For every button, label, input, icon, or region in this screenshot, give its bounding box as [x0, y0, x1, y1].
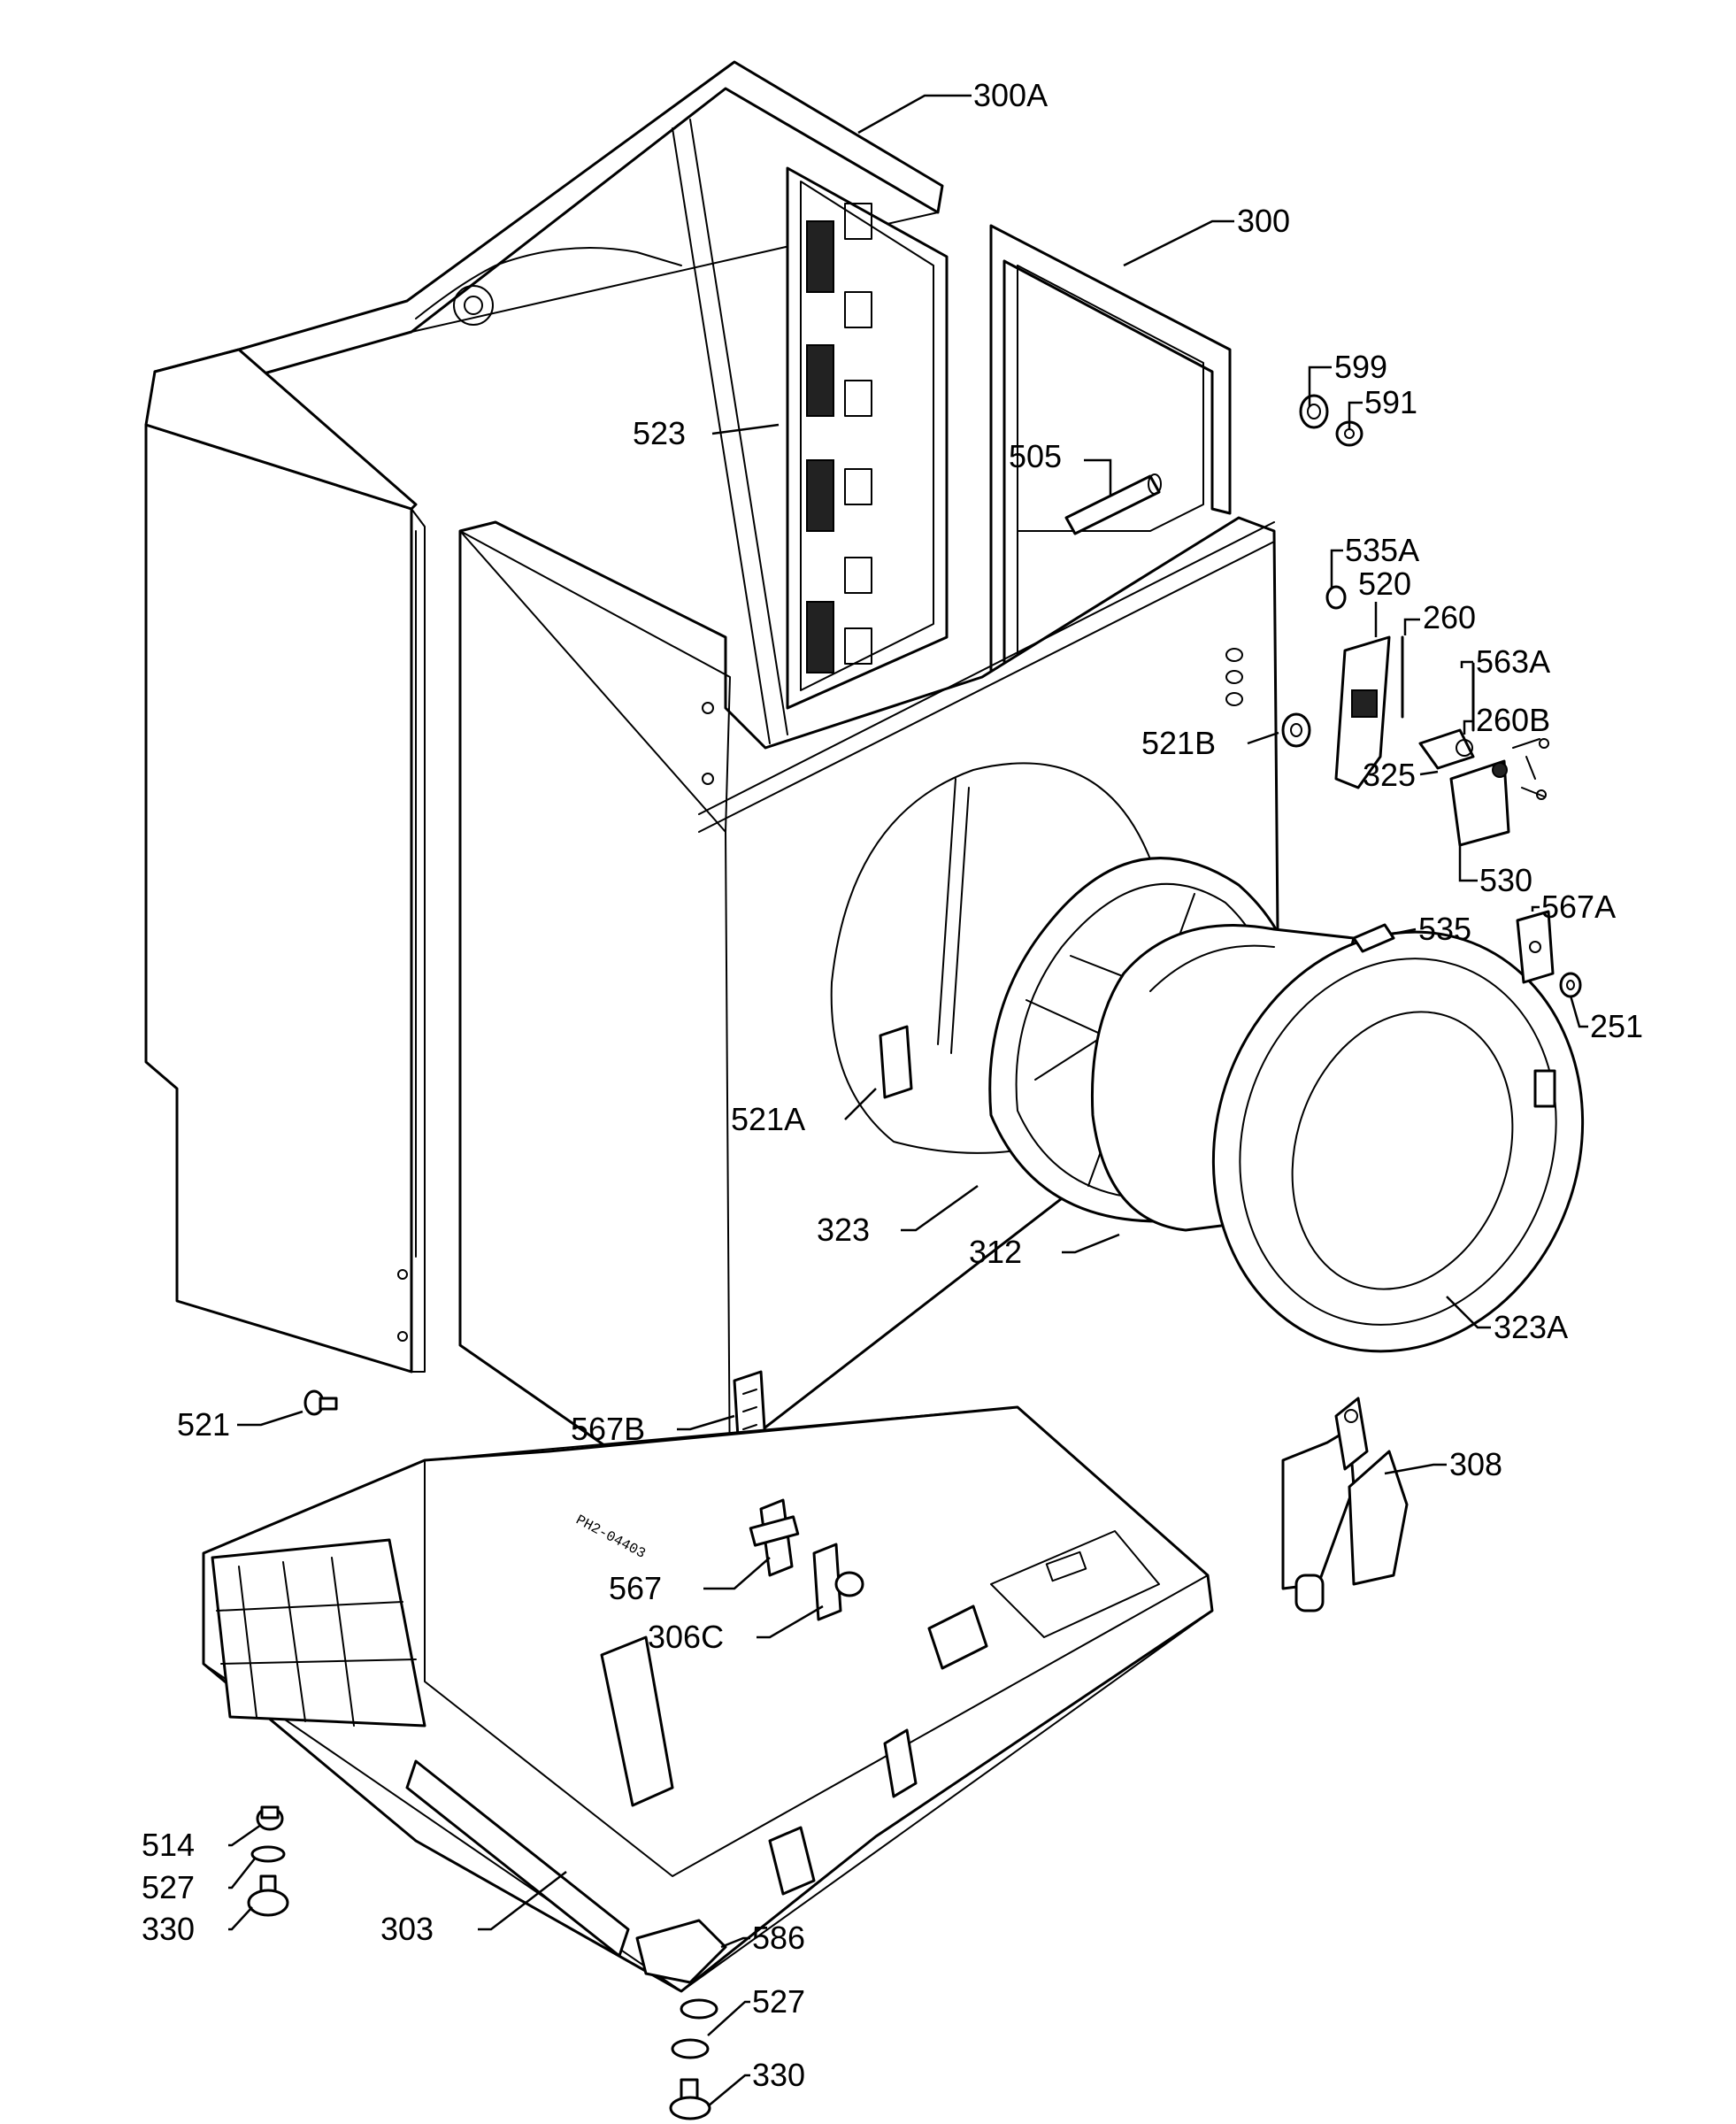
door-lock-assembly: [1334, 635, 1549, 847]
duct-pipe-505: [1064, 473, 1162, 535]
callout-599: 599: [1334, 349, 1387, 385]
base-plinth-303: [202, 1405, 1214, 1993]
callout-330-left: 330: [142, 1911, 195, 1947]
callout-312: 312: [969, 1234, 1022, 1270]
callout-251: 251: [1590, 1008, 1643, 1044]
callout-323: 323: [817, 1212, 870, 1248]
callout-325: 325: [1363, 757, 1416, 793]
inner-rear-panel-523: [786, 166, 949, 710]
callout-591: 591: [1364, 384, 1417, 420]
callout-563a: 563A: [1476, 643, 1550, 680]
callout-303: 303: [380, 1911, 434, 1947]
callout-523: 523: [633, 415, 686, 451]
callout-520: 520: [1358, 566, 1411, 602]
callout-300: 300: [1237, 203, 1290, 239]
callout-586: 586: [752, 1920, 805, 1956]
callout-521a: 521A: [731, 1101, 805, 1137]
callout-260b: 260B: [1476, 702, 1550, 738]
callout-567a: 567A: [1541, 889, 1616, 925]
callout-260: 260: [1423, 599, 1476, 635]
callout-535a: 535A: [1345, 532, 1419, 568]
callout-530: 530: [1479, 862, 1532, 898]
callout-labels: 300A 300 599 591 523 505 535A 520 260 56…: [142, 77, 1643, 2093]
callout-527-left: 527: [142, 1869, 195, 1905]
callout-527-foot: 527: [752, 1983, 805, 2020]
callout-521: 521: [177, 1406, 230, 1443]
callout-308: 308: [1449, 1446, 1502, 1482]
callout-535: 535: [1418, 911, 1471, 947]
callout-330-foot: 330: [752, 2057, 805, 2093]
callout-300a: 300A: [973, 77, 1048, 113]
callout-505: 505: [1009, 438, 1062, 474]
hinge-308: [1281, 1397, 1409, 1612]
base-clips: [749, 1498, 864, 1621]
door-323a: [1211, 930, 1585, 1353]
callout-567b: 567B: [571, 1411, 645, 1447]
callout-567: 567: [609, 1570, 662, 1606]
leader-lines: [228, 94, 1588, 2107]
foot-hardware: [247, 1805, 718, 2120]
callout-306c: 306C: [648, 1619, 724, 1655]
left-side-panel: [144, 348, 426, 1374]
callout-514: 514: [142, 1827, 195, 1863]
callout-323a: 323A: [1494, 1309, 1568, 1345]
callout-521b: 521B: [1141, 725, 1216, 761]
